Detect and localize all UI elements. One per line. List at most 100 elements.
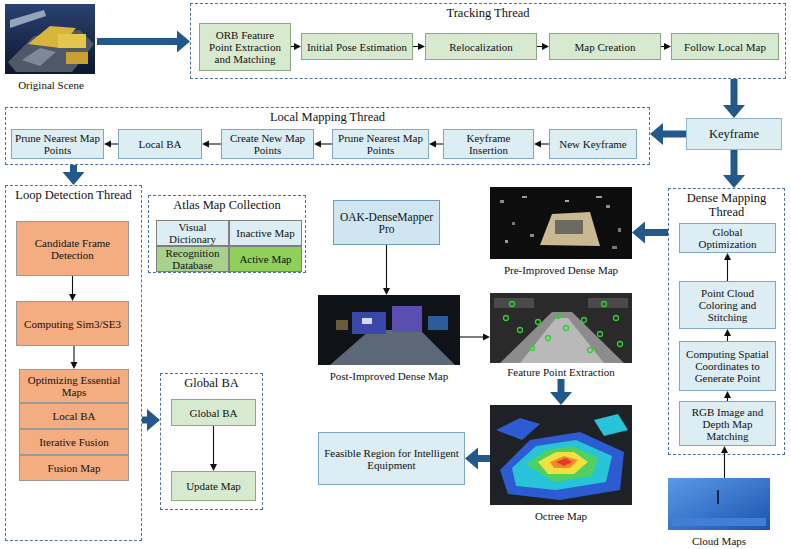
box-label: Prune Nearest Map Points xyxy=(336,132,425,156)
box-label: Computing Spatial Coordinates to Generat… xyxy=(683,348,772,384)
flow-arrow xyxy=(63,165,85,185)
arrow-shaft xyxy=(208,143,221,144)
process-box: Iterative Fusion xyxy=(19,429,129,455)
arrow-head xyxy=(465,448,478,470)
arrow-head xyxy=(632,222,645,244)
flow-arrow xyxy=(632,222,668,244)
image-caption: Octree Map xyxy=(535,510,587,523)
process-box: Relocalization xyxy=(425,33,537,60)
box-label: Active Map xyxy=(239,253,291,265)
box-label: New Keyframe xyxy=(559,138,627,150)
process-box: Inactive Map xyxy=(229,220,302,246)
image-panel: Cloud Maps xyxy=(668,478,770,548)
arrow-shaft xyxy=(662,131,686,138)
arrow-shaft xyxy=(644,229,668,236)
group-title: Loop Detection Thread xyxy=(6,188,141,202)
group-container: Atlas Map CollectionVisual DictionaryIna… xyxy=(148,195,306,273)
arrow-head xyxy=(542,43,549,50)
step-arrow xyxy=(724,391,731,401)
process-box: Feasible Region for Intelligent Equipmen… xyxy=(318,432,465,485)
arrow-head xyxy=(723,105,745,118)
box-label: Visual Dictionary xyxy=(160,221,225,245)
box-label: Follow Local Map xyxy=(684,41,766,53)
process-box: Initial Pose Estimation xyxy=(301,33,413,60)
image-panel: Octree Map xyxy=(490,405,632,523)
arrow-head xyxy=(383,288,390,295)
arrow-shaft xyxy=(213,426,214,465)
image-caption: Pre-Improved Dense Map xyxy=(504,264,618,277)
process-box: Keyframe xyxy=(686,118,782,150)
arrow-shaft xyxy=(724,452,725,478)
box-label: Local BA xyxy=(52,410,95,422)
process-box: ORB Feature Point Extraction and Matchin… xyxy=(199,23,291,71)
process-box: Recognition Database xyxy=(156,246,229,272)
flow-arrow xyxy=(650,123,686,145)
flow-arrow xyxy=(142,409,160,431)
arrow-shaft xyxy=(386,245,387,289)
arrow-shaft xyxy=(142,417,148,424)
step-arrow xyxy=(724,329,731,341)
process-box: Computing Spatial Coordinates to Generat… xyxy=(679,341,776,391)
arrow-shaft xyxy=(558,379,565,393)
group-title: Atlas Map Collection xyxy=(149,198,305,212)
arrow-head xyxy=(294,43,301,50)
box-label: Candidate Frame Detection xyxy=(20,237,125,261)
feature-point-image xyxy=(490,293,632,363)
arrow-head xyxy=(177,31,190,53)
process-box: Active Map xyxy=(229,246,302,272)
arrow-head xyxy=(429,141,436,148)
arrow-shaft xyxy=(435,143,443,144)
box-label: Fusion Map xyxy=(48,462,101,474)
step-arrow xyxy=(537,43,549,50)
box-label: Keyframe Insertion xyxy=(447,132,530,156)
step-arrow xyxy=(534,141,549,148)
process-box: Prune Nearest Map Points xyxy=(11,129,104,159)
flow-arrow xyxy=(97,31,190,53)
process-box: Optimizing Essential Maps xyxy=(19,369,129,403)
group-title: Local Mapping Thread xyxy=(6,110,649,124)
step-arrow xyxy=(202,141,221,148)
step-arrow xyxy=(724,253,731,281)
arrow-shaft xyxy=(661,46,665,47)
box-label: Local BA xyxy=(138,138,181,150)
box-label: Update Map xyxy=(186,480,241,492)
arrow-head xyxy=(104,141,111,148)
arrow-head xyxy=(723,175,745,188)
box-label: Iterative Fusion xyxy=(39,436,108,448)
arrow-head xyxy=(550,392,572,405)
process-box: Map Creation xyxy=(549,33,661,60)
process-box: Create New Map Points xyxy=(221,129,314,159)
step-arrow xyxy=(314,141,332,148)
arrow-shaft xyxy=(110,143,118,144)
process-box: Follow Local Map xyxy=(671,33,779,60)
process-box: Fusion Map xyxy=(19,455,129,481)
arrow-head xyxy=(69,294,76,301)
post-improved-map-image xyxy=(318,295,460,365)
box-label: Relocalization xyxy=(449,41,513,53)
flow-arrow xyxy=(550,379,572,405)
arrow-shaft xyxy=(73,346,74,363)
process-box: Point Cloud Coloring and Stitching xyxy=(679,281,776,329)
group-container: Local Mapping ThreadPrune Nearest Map Po… xyxy=(5,107,650,165)
flow-arrow xyxy=(723,150,745,188)
process-box: Computing Sim3/SE3 xyxy=(16,301,129,346)
arrow-head xyxy=(314,141,321,148)
box-label: Feasible Region for Intelligent Equipmen… xyxy=(322,447,461,471)
box-label: Global Optimization xyxy=(683,226,772,250)
group-container: Tracking ThreadORB Feature Point Extract… xyxy=(190,3,786,79)
box-label: OAK-DenseMapper Pro xyxy=(337,211,436,235)
group-title: Dense Mapping Thread xyxy=(669,191,784,219)
box-label: ORB Feature Point Extraction and Matchin… xyxy=(203,29,287,65)
process-box: Keyframe Insertion xyxy=(443,129,534,159)
arrow-head xyxy=(63,172,85,185)
image-caption: Feature Point Extraction xyxy=(507,366,615,379)
process-box: Local BA xyxy=(19,403,129,429)
arrow-shaft xyxy=(537,46,543,47)
box-label: Optimizing Essential Maps xyxy=(23,374,125,398)
group-title: Global BA xyxy=(161,376,262,390)
arrow-shaft xyxy=(731,150,738,176)
box-label: Point Cloud Coloring and Stitching xyxy=(683,287,772,323)
octree-map-image xyxy=(490,405,632,505)
arrow-head xyxy=(418,43,425,50)
